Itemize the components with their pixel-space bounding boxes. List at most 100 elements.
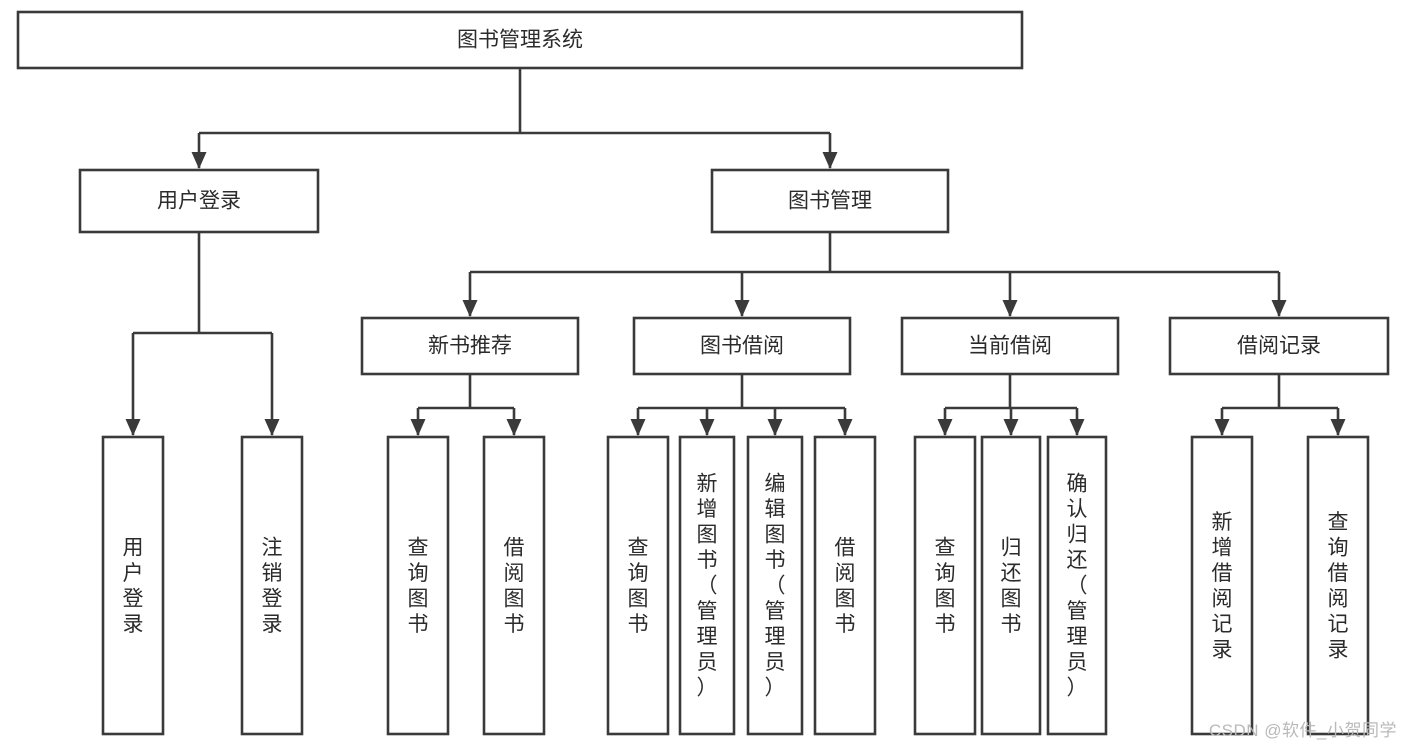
node-box-borrow-records [1168, 316, 1390, 376]
node-label-leaf-query-borrow-record-char-1: 询 [1328, 536, 1349, 559]
arrow-to-leaf-logout-login [264, 419, 280, 436]
node-box-leaf-borrow-book-recommend [482, 435, 546, 736]
node-borrow-records[interactable]: 借阅记录 [1168, 316, 1390, 376]
node-label-leaf-borrow-book-recommend-char-1: 阅 [504, 562, 525, 585]
node-label-leaf-query-book-borrow-char-3: 书 [628, 613, 649, 636]
node-label-leaf-add-book-admin-char-5: 管 [697, 600, 718, 623]
node-box-leaf-query-book-current [913, 435, 977, 736]
node-label-leaf-confirm-return-admin-char-6: 理 [1067, 626, 1088, 649]
node-label-leaf-query-book-current-char-0: 查 [935, 536, 956, 559]
arrow-to-leaf-query-borrow-record [1330, 419, 1346, 436]
node-label-leaf-confirm-return-admin-char-8: ） [1067, 677, 1088, 700]
node-label-leaf-borrow-book-char-1: 阅 [835, 562, 856, 585]
node-label-leaf-query-borrow-record-char-3: 阅 [1328, 587, 1349, 610]
node-label-leaf-query-book-borrow-char-2: 图 [628, 587, 649, 610]
node-label-leaf-add-book-admin-char-1: 增 [697, 498, 718, 521]
node-label-leaf-add-book-admin-char-6: 理 [697, 626, 718, 649]
node-label-leaf-confirm-return-admin-char-4: （ [1067, 575, 1088, 598]
node-book-management[interactable]: 图书管理 [710, 168, 950, 234]
arrow-to-user-login [191, 152, 207, 169]
node-label-leaf-query-book-recommend-char-2: 图 [408, 587, 429, 610]
node-label-leaf-query-borrow-record-char-2: 借 [1328, 562, 1349, 585]
node-box-root [16, 10, 1024, 70]
node-box-leaf-query-borrow-record [1306, 435, 1370, 736]
node-box-leaf-edit-book-admin [746, 435, 804, 736]
arrow-to-leaf-query-book-borrow [630, 419, 646, 436]
node-label-leaf-add-borrow-record-char-4: 记 [1212, 613, 1233, 636]
node-label-leaf-query-book-recommend-char-0: 查 [408, 536, 429, 559]
node-box-leaf-borrow-book [813, 435, 877, 736]
arrow-to-leaf-query-book-current [937, 419, 953, 436]
node-label-leaf-user-login-char-2: 登 [123, 587, 144, 610]
node-label-leaf-confirm-return-admin-char-0: 确 [1067, 473, 1088, 496]
node-label-leaf-query-borrow-record-char-0: 查 [1328, 511, 1349, 534]
arrow-to-leaf-borrow-book-recommend [506, 419, 522, 436]
node-label-leaf-query-book-recommend-char-1: 询 [408, 562, 429, 585]
node-label-root: 图书管理系统 [457, 29, 583, 52]
connector-layer [125, 68, 1346, 436]
node-user-login[interactable]: 用户登录 [78, 168, 320, 234]
arrow-to-leaf-query-book-recommend [410, 419, 426, 436]
node-label-leaf-borrow-book-recommend-char-2: 图 [504, 587, 525, 610]
node-layer: 图书管理系统用户登录图书管理新书推荐图书借阅当前借阅借阅记录用户登录注销登录查询… [16, 10, 1390, 736]
node-label-leaf-query-borrow-record-char-5: 录 [1328, 638, 1349, 661]
node-box-leaf-query-book-recommend [386, 435, 450, 736]
node-box-new-book-recommend [360, 316, 580, 376]
node-box-book-management [710, 168, 950, 234]
arrow-to-leaf-confirm-return-admin [1069, 419, 1085, 436]
arrow-to-leaf-add-borrow-record [1214, 419, 1230, 436]
node-current-borrow[interactable]: 当前借阅 [900, 316, 1120, 376]
node-box-book-borrow [632, 316, 852, 376]
arrow-to-book-borrow [734, 300, 750, 317]
node-label-leaf-add-book-admin-char-7: 员 [697, 651, 718, 674]
node-label-leaf-add-book-admin-char-4: （ [697, 575, 718, 598]
node-book-borrow[interactable]: 图书借阅 [632, 316, 852, 376]
node-box-leaf-query-book-borrow [606, 435, 670, 736]
node-label-leaf-confirm-return-admin-char-1: 认 [1067, 498, 1088, 521]
node-label-leaf-edit-book-admin-char-1: 辑 [765, 498, 786, 521]
node-box-leaf-confirm-return-admin [1046, 435, 1108, 736]
node-label-leaf-edit-book-admin-char-5: 管 [765, 600, 786, 623]
node-label-leaf-add-borrow-record-char-5: 录 [1212, 638, 1233, 661]
node-label-leaf-logout-login-char-1: 销 [262, 562, 283, 585]
node-label-book-management: 图书管理 [788, 190, 872, 213]
node-label-leaf-add-borrow-record-char-2: 借 [1212, 562, 1233, 585]
node-leaf-user-login[interactable]: 用户登录 [101, 435, 165, 736]
node-label-leaf-user-login-char-1: 户 [123, 562, 144, 585]
node-label-leaf-edit-book-admin-char-7: 员 [765, 651, 786, 674]
node-box-leaf-add-borrow-record [1190, 435, 1254, 736]
node-label-current-borrow: 当前借阅 [968, 335, 1052, 358]
node-label-leaf-borrow-book-char-0: 借 [835, 536, 856, 559]
node-new-book-recommend[interactable]: 新书推荐 [360, 316, 580, 376]
node-label-leaf-logout-login-char-2: 登 [262, 587, 283, 610]
node-label-leaf-edit-book-admin-char-4: （ [765, 575, 786, 598]
node-label-leaf-edit-book-admin-char-2: 图 [765, 524, 786, 547]
node-label-leaf-add-borrow-record-char-1: 增 [1212, 536, 1233, 559]
node-box-current-borrow [900, 316, 1120, 376]
node-root[interactable]: 图书管理系统 [16, 10, 1024, 70]
node-label-leaf-add-book-admin-char-2: 图 [697, 524, 718, 547]
arrow-to-borrow-records [1271, 300, 1287, 317]
node-label-leaf-add-borrow-record-char-0: 新 [1212, 511, 1233, 534]
arrow-to-leaf-add-book-admin [699, 419, 715, 436]
node-label-leaf-confirm-return-admin-char-7: 员 [1067, 651, 1088, 674]
node-label-leaf-add-book-admin-char-3: 书 [697, 549, 718, 572]
arrow-to-leaf-edit-book-admin [767, 419, 783, 436]
node-label-user-login: 用户登录 [157, 190, 241, 213]
node-label-borrow-records: 借阅记录 [1237, 335, 1321, 358]
node-label-leaf-query-borrow-record-char-4: 记 [1328, 613, 1349, 636]
